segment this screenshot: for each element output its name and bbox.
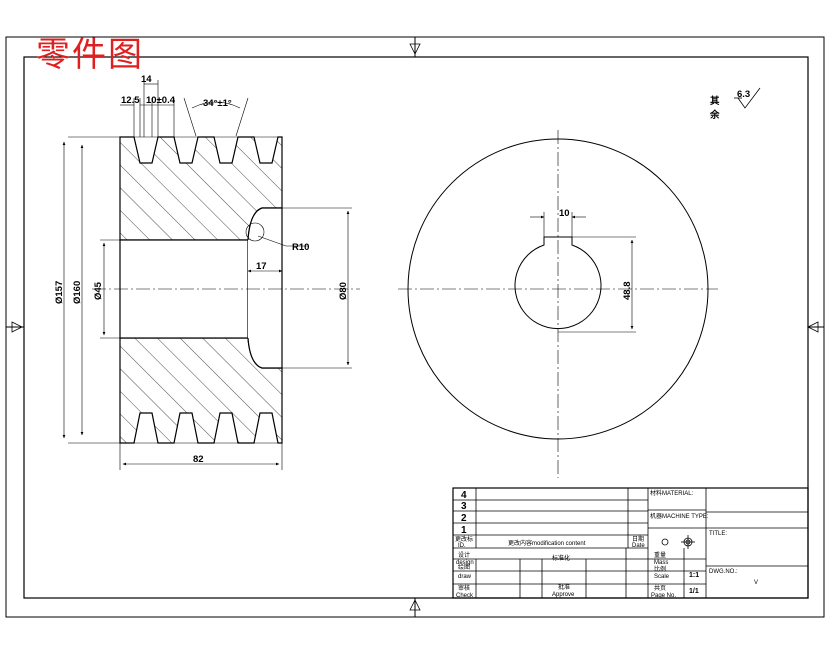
- machine-type-label: 机器MACHINE TYPE:: [650, 512, 709, 520]
- dim-key-width: 10: [559, 208, 570, 219]
- dim-bore-diameter: Ø45: [93, 281, 104, 300]
- dim-pitch-diameter: Ø160: [72, 281, 83, 304]
- role-draw-en: draw: [458, 574, 472, 580]
- approve-label-cn: 批准: [558, 583, 570, 591]
- dim-pitch: 14: [141, 74, 152, 85]
- pulley-section-view: [92, 136, 360, 444]
- dim-hub-diameter: Ø80: [338, 282, 349, 300]
- dim-outer-diameter: Ø157: [54, 281, 65, 304]
- dim-groove-angle: 34°±1°: [203, 98, 232, 109]
- role-draw-cn: 绘图: [458, 563, 470, 571]
- page-label-cn: 共页: [654, 584, 666, 592]
- drawing-frame: [5, 36, 825, 618]
- material-label: 材料MATERIAL:: [650, 489, 694, 497]
- rev-header-no-en: ID.: [458, 543, 466, 549]
- dim-key-depth: 48.8: [622, 282, 633, 301]
- page-label-en: Page No.: [651, 593, 676, 599]
- rev-no-2: 2: [461, 513, 467, 524]
- dim-radius: R10: [292, 242, 309, 253]
- rev-header-content: 更改内容modification content: [508, 539, 586, 547]
- scale-label-en: Scale: [654, 574, 670, 580]
- approve-label-en: Approve: [552, 592, 575, 598]
- role-check-en: Check: [456, 593, 474, 599]
- dim-edge: 12.5: [121, 95, 140, 106]
- rev-header-date-cn: 日期: [632, 535, 644, 543]
- mass-label-en: Mass: [654, 560, 668, 566]
- dimension-lines: [62, 80, 352, 470]
- role-design-cn: 设计: [458, 551, 470, 559]
- rev-header-no-cn: 更改标: [455, 535, 473, 543]
- dim-width: 82: [193, 454, 204, 465]
- title-block: [452, 487, 809, 599]
- surface-note-label-2: 余: [709, 109, 720, 121]
- dwg-label: DWG.NO.:: [709, 569, 738, 575]
- title-label: TITLE:: [709, 531, 727, 537]
- surface-note-label-1: 其: [710, 95, 720, 107]
- standardization-label: 标准化: [552, 554, 570, 562]
- dim-recess-depth: 17: [256, 261, 267, 272]
- role-check-cn: 审核: [458, 584, 470, 592]
- rev-no-1: 1: [461, 525, 467, 536]
- rev-no-4: 4: [461, 490, 467, 501]
- surface-note-value: 6.3: [737, 89, 750, 100]
- rev-header-date-en: Date: [632, 543, 645, 549]
- scale-label-cn: 比例: [654, 565, 666, 573]
- rev-no-3: 3: [461, 501, 467, 512]
- scale-value: 1:1: [689, 572, 699, 579]
- role-design-en: design: [456, 560, 474, 566]
- mass-label-cn: 重量: [654, 551, 666, 559]
- dwg-value: V: [754, 580, 758, 586]
- page-value: 1/1: [689, 588, 699, 595]
- surface-roughness-symbol: [734, 87, 761, 109]
- pulley-front-view: [398, 130, 718, 478]
- dim-groove-width: 10±0.4: [146, 95, 176, 106]
